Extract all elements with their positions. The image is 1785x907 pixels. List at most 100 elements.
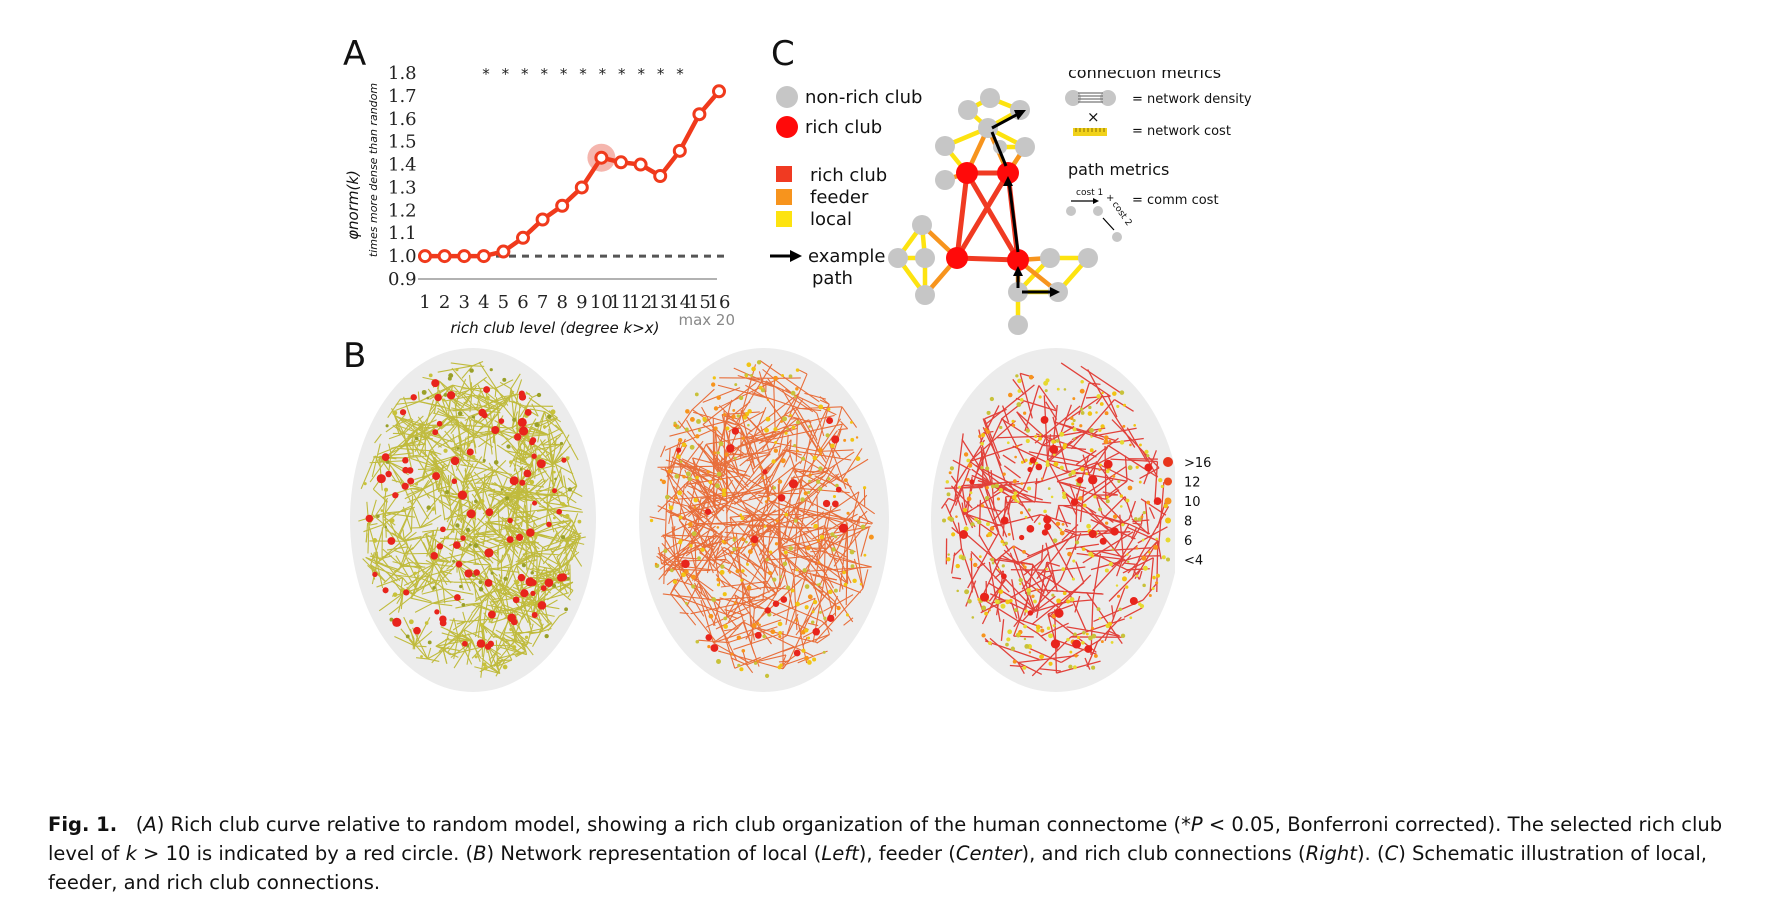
x-tick-label: 13 [649,292,672,313]
x-tick-label: 9 [576,292,587,313]
network-density-label: = network density [1132,92,1252,107]
rich-club-edge-swatch [776,166,792,182]
y-tick-label: 1.7 [388,86,417,107]
legend-dot [1163,457,1173,467]
significance-star: * [502,65,510,83]
significance-star: * [676,65,684,83]
legend-dot [1165,517,1171,524]
figure-caption: Fig. 1. (A) Rich club curve relative to … [48,813,1723,894]
y-tick-label: 1.0 [388,246,417,267]
legend-label: <4 [1184,554,1203,569]
x-tick-label: 5 [498,292,509,313]
significance-star: * [482,65,490,83]
network-cost-label: = network cost [1132,124,1231,139]
comm-cost-label: = comm cost [1132,193,1219,208]
legend-label: 8 [1184,515,1192,530]
significance-star: * [657,65,665,83]
rich-club-curve-line [425,89,721,259]
x-tick-label: 6 [517,292,528,313]
x-tick-label: 2 [439,292,450,313]
panel-label-c: C [771,34,795,74]
y-tick-label: 1.5 [388,132,417,153]
significance-star: * [521,65,529,83]
local-connections-network [358,360,586,678]
panel-label-a: A [343,34,367,74]
data-point [672,143,687,158]
data-point [516,230,530,245]
significance-star: * [618,65,626,83]
x-tick-label: 15 [688,292,711,313]
ruler-icon [1073,128,1107,136]
legend-non-rich-club: non-rich club [805,87,922,108]
data-point [496,244,511,259]
data-point [476,249,491,264]
data-point [692,107,707,122]
x-tick-label: 14 [668,292,691,313]
x-axis-note: max 20 [678,311,735,329]
panel-label-b: B [343,336,367,376]
degree-legend: >16 12 10 8 6 <4 [1163,456,1211,569]
data-point [418,249,432,264]
legend-dot [1164,497,1172,505]
x-tick-label: 11 [610,292,633,313]
x-tick-label: 12 [629,292,652,313]
legend-dot [1166,557,1170,562]
y-tick-label: 1.2 [388,200,417,221]
y-axis-sublabel: times more dense than random [367,83,380,257]
connection-metrics-title: connection metrics [1068,70,1221,82]
y-tick-label: 1.8 [388,63,417,84]
x-tick-label: 10 [590,292,613,313]
data-point [594,150,609,165]
significance-star: * [599,65,607,83]
y-tick-label: 1.1 [388,223,417,244]
legend-path: path [812,268,853,289]
y-tick-label: 0.9 [388,269,417,290]
y-tick-label: 1.3 [388,177,417,198]
path-metrics-title: path metrics [1068,160,1169,179]
legend-example: example [808,246,885,267]
x-axis-label: rich club level (degree k>x) [450,319,659,337]
density-lines-icon [1078,92,1103,103]
brain-right-outline [931,348,1175,692]
schematic-diagram: non-rich club rich club rich club feeder… [770,70,1252,335]
rich-club-node-icon [776,116,798,138]
legend-dot [1165,537,1171,543]
times-symbol: × [1087,108,1100,126]
data-point [574,180,589,195]
x-tick-label: 1 [419,292,430,313]
cost2-label: cost 2 [1110,200,1134,228]
significance-star: * [560,65,568,83]
y-tick-label: 1.4 [388,155,417,176]
caption-fig-label: Fig. 1. [48,813,118,836]
legend-rich-club-edge: rich club [810,165,887,186]
significance-star: * [540,65,548,83]
data-point [633,157,648,172]
feeder-edge-swatch [776,189,792,205]
legend-local-edge: local [810,209,852,230]
data-point [614,155,628,170]
legend-label: 10 [1184,495,1201,510]
x-tick-label: 16 [708,292,731,313]
legend-rich-club-node: rich club [805,117,882,138]
legend-label: 6 [1184,534,1192,549]
y-axis-label: φnorm(k) [344,170,362,240]
legend-dot [1164,477,1172,486]
rich-club-connections-network [940,362,1170,677]
x-tick-label: 4 [478,292,489,313]
data-point [437,249,452,264]
local-edge-swatch [776,211,792,227]
significance-star: * [579,65,587,83]
brain-networks [350,348,1175,692]
x-tick-label: 3 [458,292,469,313]
cost1-label: cost 1 [1076,188,1103,198]
non-rich-club-node-icon [776,86,798,108]
schematic-network [888,88,1098,335]
feeder-connections-network [649,359,876,678]
legend-feeder-edge: feeder [810,187,869,208]
data-point [712,84,726,99]
x-tick-label: 8 [556,292,567,313]
significance-star: * [637,65,645,83]
legend-label: >16 [1184,456,1211,471]
legend-label: 12 [1184,476,1201,491]
